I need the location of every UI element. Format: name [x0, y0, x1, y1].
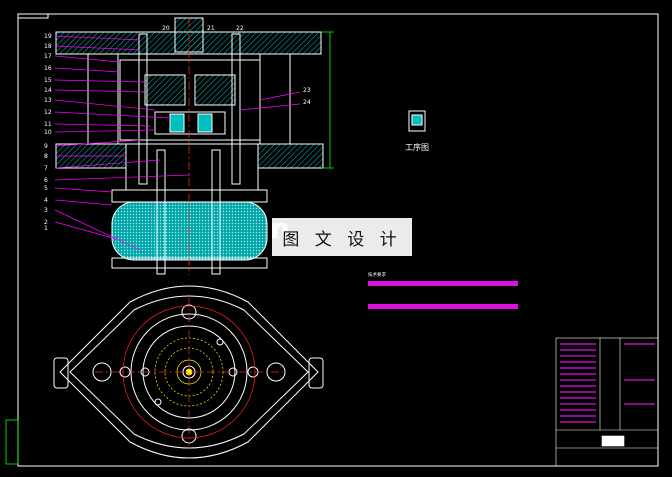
leader-22: 22 [236, 25, 244, 32]
technical-notes: 技术要求 [368, 272, 518, 311]
watermark-text: 图 文 设 计 [282, 229, 402, 250]
leader-numbers: 19 18 17 16 15 14 13 12 11 10 9 8 7 6 5 … [44, 25, 311, 232]
leader-23: 23 [303, 87, 311, 94]
leader-13: 13 [44, 97, 52, 104]
leader-9: 9 [44, 143, 48, 150]
leader-21: 21 [207, 25, 215, 32]
leader-18: 18 [44, 43, 52, 50]
notes-title: 技术要求 [368, 273, 386, 278]
title-block [555, 337, 659, 467]
leader-4: 4 [44, 197, 48, 204]
leader-19: 19 [44, 33, 52, 40]
leader-14: 14 [44, 87, 52, 94]
leader-16: 16 [44, 65, 52, 72]
notes-bar [368, 281, 518, 286]
leader-3: 3 [44, 207, 48, 214]
revision-strip [5, 419, 19, 465]
leader-1: 1 [44, 225, 48, 232]
drawing-frame [17, 13, 659, 467]
watermark: 图 文 设 计 [272, 218, 412, 256]
leader-24: 24 [303, 99, 311, 106]
leader-6: 6 [44, 177, 48, 184]
leader-5: 5 [44, 185, 48, 192]
leader-11: 11 [44, 121, 52, 128]
leader-2: 2 [44, 219, 48, 226]
section-view [55, 17, 334, 275]
notes-bar-2 [368, 304, 518, 309]
corner-tag [17, 13, 49, 19]
leader-lines [54, 35, 301, 251]
plan-centerlines [95, 298, 283, 446]
leader-17: 17 [44, 53, 52, 60]
process-label: 工序图 [405, 143, 429, 152]
leader-12: 12 [44, 109, 52, 116]
leader-8: 8 [44, 153, 48, 160]
leader-15: 15 [44, 77, 52, 84]
leader-7: 7 [44, 165, 48, 172]
leader-20: 20 [162, 25, 170, 32]
process-sketch [408, 110, 426, 132]
title-block-rows [560, 343, 655, 423]
leader-10: 10 [44, 129, 52, 136]
